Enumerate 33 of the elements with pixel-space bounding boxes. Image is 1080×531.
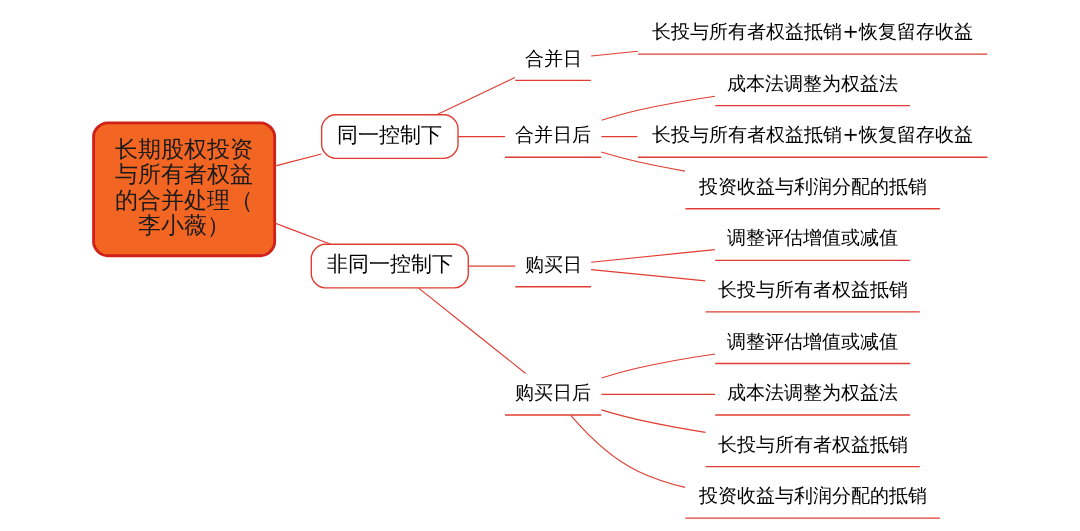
- node-text: 合并日后: [514, 123, 591, 147]
- connector: [457, 136, 505, 138]
- node-text: 长投与所有者权益抵销: [717, 432, 908, 456]
- connector: [600, 353, 716, 379]
- connector: [590, 249, 715, 263]
- node-box: 非同一控制下: [310, 243, 469, 289]
- connector: [600, 409, 706, 433]
- node-text: 购买日后: [514, 381, 591, 405]
- node-text: 购买日: [524, 252, 582, 276]
- node-text: 长投与所有者权益抵销: [717, 277, 908, 301]
- connector: [590, 269, 706, 282]
- node-text: 投资收益与利润分配的抵销: [698, 484, 927, 508]
- node-box: 长期股权投资与所有者权益的合并处理（李小薇）: [91, 121, 276, 258]
- node-box: 同一控制下: [320, 114, 459, 160]
- connector: [600, 151, 686, 172]
- connector: [600, 95, 716, 121]
- node-text: 长投与所有者权益抵销+恢复留存收益: [652, 123, 973, 147]
- connector: [600, 393, 716, 395]
- node-text: 合并日: [524, 46, 582, 70]
- node-text: 投资收益与利润分配的抵销: [698, 174, 927, 198]
- connector: [569, 414, 686, 488]
- connector: [417, 287, 526, 375]
- node-text: 调整评估增值或减值: [726, 329, 898, 353]
- node-text: 长投与所有者权益抵销+恢复留存收益: [652, 20, 973, 44]
- connector: [467, 265, 516, 267]
- connector: [273, 153, 322, 167]
- node-text: 成本法调整为权益法: [726, 381, 898, 405]
- connector: [435, 76, 515, 116]
- node-text: 成本法调整为权益法: [726, 71, 898, 95]
- connector: [590, 50, 638, 57]
- node-text: 调整评估增值或减值: [726, 226, 898, 250]
- connector: [600, 136, 638, 138]
- connector: [273, 222, 331, 245]
